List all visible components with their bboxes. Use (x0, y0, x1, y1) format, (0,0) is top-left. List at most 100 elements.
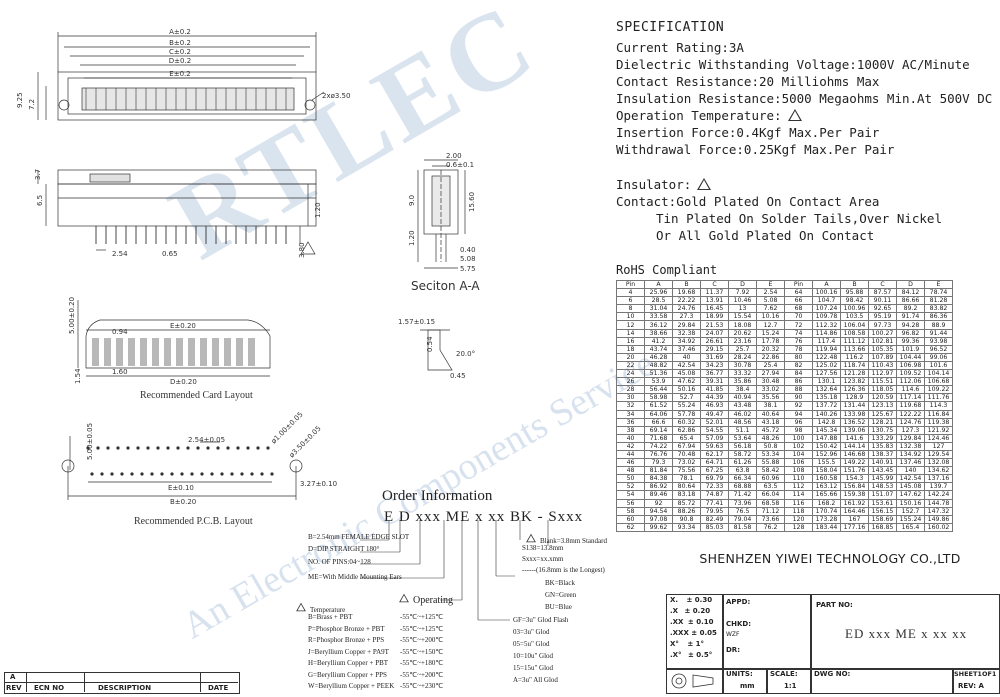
table-cell: 116 (784, 498, 813, 508)
tail-note-row: Blank=3.8mm Standard (524, 532, 607, 545)
table-cell: 173.28 (812, 514, 841, 524)
dim-e: E±0.2 (169, 70, 190, 78)
table-cell: 115.51 (868, 377, 897, 387)
table-header-cell: Pin (616, 279, 645, 290)
table-cell: 33.02 (756, 385, 785, 395)
table-cell: 177.16 (840, 522, 869, 532)
table-cell: 22.86 (756, 352, 785, 362)
table-cell: 10 (616, 312, 645, 322)
tail-note: ------(16.8mm is the Longest) (522, 566, 605, 574)
table-cell: 137.16 (924, 474, 953, 484)
table-cell: 129.54 (924, 449, 953, 460)
table-cell: 135.83 (868, 441, 897, 451)
table-cell: 73.02 (672, 458, 701, 468)
chkd-label: CHKD: (726, 620, 752, 628)
spec-current-rating: Current Rating:3A (616, 40, 744, 55)
sheet-label: SHEET1OF1 (954, 670, 997, 678)
pcb-layout (61, 436, 303, 500)
table-cell: 136.52 (840, 417, 869, 427)
table-header-cell: D (728, 279, 757, 290)
table-cell: 102.81 (868, 336, 897, 346)
spec-withdrawal: Withdrawal Force:0.25Kgf Max.Per Pair (616, 142, 895, 157)
table-cell: 16.45 (700, 304, 729, 314)
appd-label: APPD: (726, 598, 751, 606)
table-cell: 122.22 (896, 409, 925, 419)
table-header-cell: C (700, 279, 729, 290)
table-cell: 132.64 (812, 385, 841, 395)
table-cell: 81.28 (924, 296, 953, 306)
table-cell: 35.86 (728, 377, 757, 387)
table-cell: 150.16 (896, 498, 925, 508)
table-cell: 50.16 (672, 385, 701, 395)
table-cell: 64.06 (644, 409, 673, 419)
table-cell: 25.96 (644, 288, 673, 298)
pcb-350: ø3.50±0.05 (288, 425, 323, 460)
material-name: G=Beryllium Copper + PPS (308, 670, 387, 679)
table-cell: 12.7 (756, 320, 785, 330)
table-cell: 42 (616, 441, 645, 451)
table-cell: 119.68 (896, 401, 925, 411)
table-cell: 158.04 (812, 466, 841, 476)
table-cell: 88.9 (924, 320, 953, 330)
table-cell: 34.23 (700, 360, 729, 371)
revision-table (4, 672, 240, 694)
material-name: P=Phosphor Bronze + PBT (308, 624, 385, 633)
pcb-100: ø1.00±0.05 (270, 411, 305, 446)
scale-block (766, 668, 812, 694)
table-cell: 10.16 (756, 312, 785, 322)
rohs-label: RoHS Compliant (616, 263, 718, 277)
table-cell: 46.93 (700, 401, 729, 411)
table-cell: 78.74 (924, 288, 953, 298)
dim-hole: 2xø3.50 (322, 92, 350, 100)
table-cell: 28.24 (728, 352, 757, 362)
warning-icon (296, 602, 306, 612)
table-cell: 90 (784, 393, 813, 403)
sec-508: 5.08 (460, 255, 476, 263)
plating-option: 05=5u" Glod (513, 640, 550, 648)
table-cell: 22 (616, 360, 645, 371)
table-cell: 74.87 (700, 490, 729, 500)
warning-icon (697, 178, 712, 190)
table-cell: 15.54 (728, 312, 757, 322)
table-cell: 51.1 (728, 425, 757, 435)
table-cell: 76 (784, 336, 813, 346)
operating-label: Operating (413, 595, 453, 606)
table-cell: 28 (616, 385, 645, 395)
table-cell: 64.71 (700, 458, 729, 468)
table-cell: 27.3 (672, 312, 701, 322)
table-cell: 120 (784, 514, 813, 524)
section-caption: Seciton A-A (411, 279, 480, 293)
table-cell: 30.48 (756, 377, 785, 387)
table-cell: 149.22 (840, 458, 869, 468)
table-cell: 145.08 (896, 482, 925, 492)
table-cell: 119.94 (812, 344, 841, 354)
table-cell: 94.28 (896, 320, 925, 330)
table-cell: 50 (616, 474, 645, 484)
operating-row: Operating (397, 592, 453, 606)
table-cell: 20 (616, 352, 645, 362)
table-cell: 79.95 (700, 506, 729, 516)
table-cell: 17.78 (756, 336, 785, 346)
table-cell: 114.86 (812, 328, 841, 338)
table-cell: 142.54 (896, 474, 925, 484)
front-view (37, 169, 317, 255)
table-cell: 5.08 (756, 296, 785, 306)
table-cell: 4 (616, 288, 645, 298)
order-note: D=DIP STRAIGHT 180° (308, 545, 380, 553)
table-header-cell: A (644, 279, 673, 290)
table-cell: 142.24 (924, 490, 953, 500)
table-header-cell: B (840, 279, 869, 290)
table-cell: 95.19 (868, 312, 897, 322)
ecn-col: ECN NO (34, 684, 65, 692)
table-header-cell: B (672, 279, 701, 290)
table-cell: 43.18 (756, 417, 785, 427)
table-cell: 149.86 (924, 514, 953, 524)
color-option: GN=Green (545, 591, 577, 599)
table-cell: 99.62 (644, 522, 673, 532)
table-cell: 139.7 (924, 482, 953, 492)
